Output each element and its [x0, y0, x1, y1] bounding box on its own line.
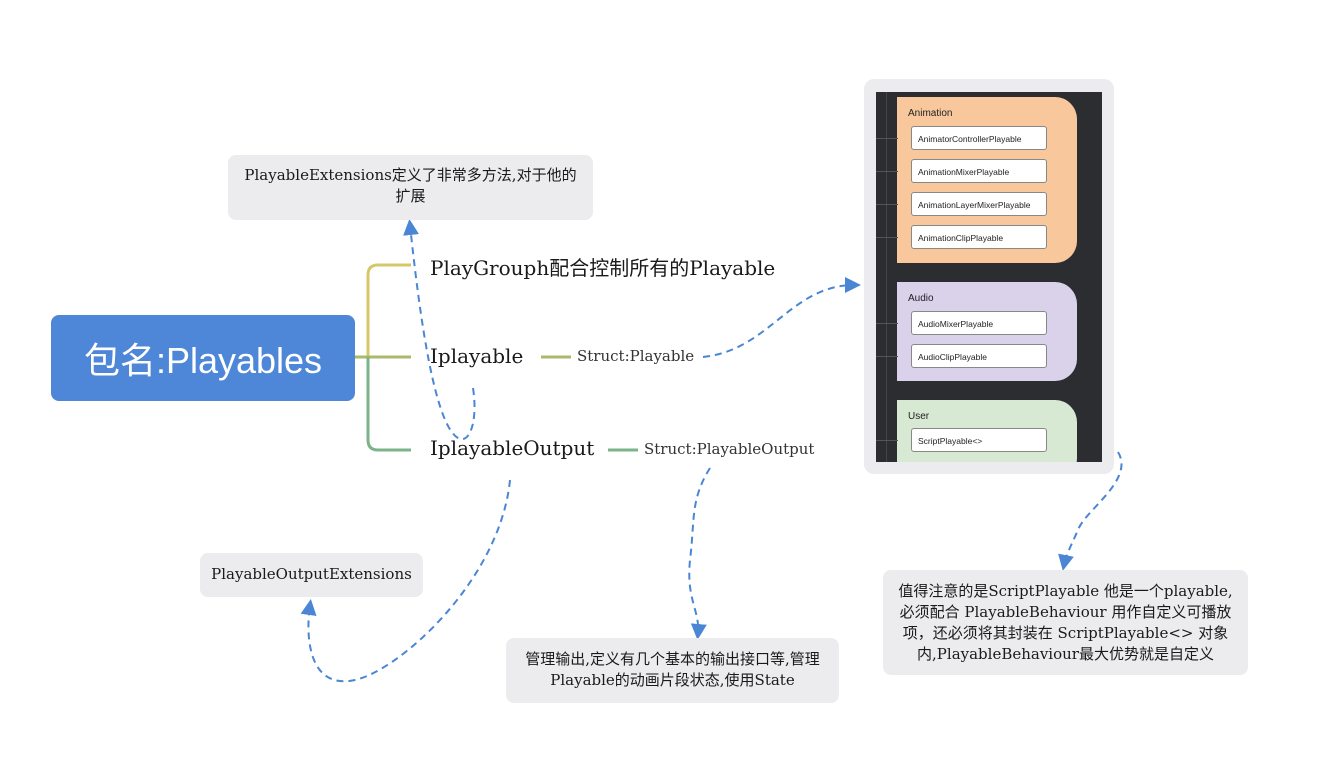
group-audio: Audio AudioMixerPlayable AudioClipPlayab… [897, 282, 1077, 381]
tick-line [876, 171, 898, 172]
branch-playgroup[interactable]: PlayGrouph配合控制所有的Playable [430, 252, 775, 281]
arrow-struct-to-panel [702, 277, 861, 358]
tick-line [876, 440, 898, 441]
leaf-struct-playable-label: Struct:Playable [577, 347, 695, 365]
group-user: User ScriptPlayable<> [897, 400, 1077, 462]
item-label: AudioMixerPlayable [918, 319, 994, 329]
animator-controller-playable-box: AnimatorControllerPlayable [911, 126, 1047, 150]
note-output-extensions[interactable]: PlayableOutputExtensions [200, 553, 423, 597]
note-script-playable-text: 值得注意的是ScriptPlayable 他是一个playable,必须配合 P… [898, 582, 1233, 663]
arrow-output-to-extensions [300, 479, 511, 683]
branch-line-playgroup [355, 263, 411, 359]
arrow-structoutput-to-desc [688, 467, 711, 640]
leaf-struct-playable-output-label: Struct:PlayableOutput [644, 440, 815, 458]
tick-line [876, 323, 898, 324]
item-label: ScriptPlayable<> [918, 436, 983, 446]
leaf-struct-playable-output[interactable]: Struct:PlayableOutput [644, 440, 814, 458]
audio-mixer-playable-box: AudioMixerPlayable [911, 311, 1047, 335]
note-output-description-text: 管理输出,定义有几个基本的输出接口等,管理Playable的动画片段状态,使用S… [525, 650, 820, 689]
animation-mixer-playable-box: AnimationMixerPlayable [911, 159, 1047, 183]
item-label: AnimatorControllerPlayable [918, 134, 1022, 144]
item-label: AnimationMixerPlayable [918, 167, 1010, 177]
item-label: AnimationLayerMixerPlayable [918, 200, 1031, 210]
tick-line [876, 237, 898, 238]
item-label: AnimationClipPlayable [918, 233, 1004, 243]
branch-line-output [366, 357, 411, 452]
playable-hierarchy-image[interactable]: Animation AnimatorControllerPlayable Ani… [864, 79, 1114, 474]
item-label: AudioClipPlayable [918, 352, 987, 362]
tick-line [876, 204, 898, 205]
branch-playgroup-label: PlayGrouph配合控制所有的Playable [430, 256, 776, 280]
playable-hierarchy-canvas: Animation AnimatorControllerPlayable Ani… [876, 92, 1102, 462]
hierarchy-trunk-line [886, 92, 887, 462]
root-topic-label: 包名:Playables [83, 340, 323, 381]
animation-layer-mixer-playable-box: AnimationLayerMixerPlayable [911, 192, 1047, 216]
root-topic[interactable]: 包名:Playables [51, 315, 355, 401]
group-user-title: User [908, 411, 930, 422]
note-output-description[interactable]: 管理输出,定义有几个基本的输出接口等,管理Playable的动画片段状态,使用S… [506, 638, 839, 703]
branch-iplayable-output[interactable]: IplayableOutput [430, 436, 594, 460]
group-animation: Animation AnimatorControllerPlayable Ani… [897, 97, 1077, 263]
script-playable-box: ScriptPlayable<> [911, 428, 1047, 452]
arrow-panel-to-note [1058, 451, 1123, 571]
tick-line [876, 356, 898, 357]
note-playable-extensions-text: PlayableExtensions定义了非常多方法,对于他的扩展 [244, 166, 577, 205]
branch-iplayable-label: Iplayable [430, 344, 524, 368]
animation-clip-playable-box: AnimationClipPlayable [911, 225, 1047, 249]
tick-line [876, 138, 898, 139]
note-output-extensions-text: PlayableOutputExtensions [211, 565, 412, 583]
note-script-playable[interactable]: 值得注意的是ScriptPlayable 他是一个playable,必须配合 P… [883, 570, 1248, 675]
arrow-iplayable-to-extensions [403, 219, 476, 441]
branch-iplayable[interactable]: Iplayable [430, 344, 523, 368]
audio-clip-playable-box: AudioClipPlayable [911, 344, 1047, 368]
group-animation-title: Animation [908, 108, 953, 119]
leaf-struct-playable[interactable]: Struct:Playable [577, 347, 694, 365]
group-audio-title: Audio [908, 293, 934, 304]
note-playable-extensions[interactable]: PlayableExtensions定义了非常多方法,对于他的扩展 [228, 155, 593, 220]
branch-iplayable-output-label: IplayableOutput [430, 436, 595, 460]
